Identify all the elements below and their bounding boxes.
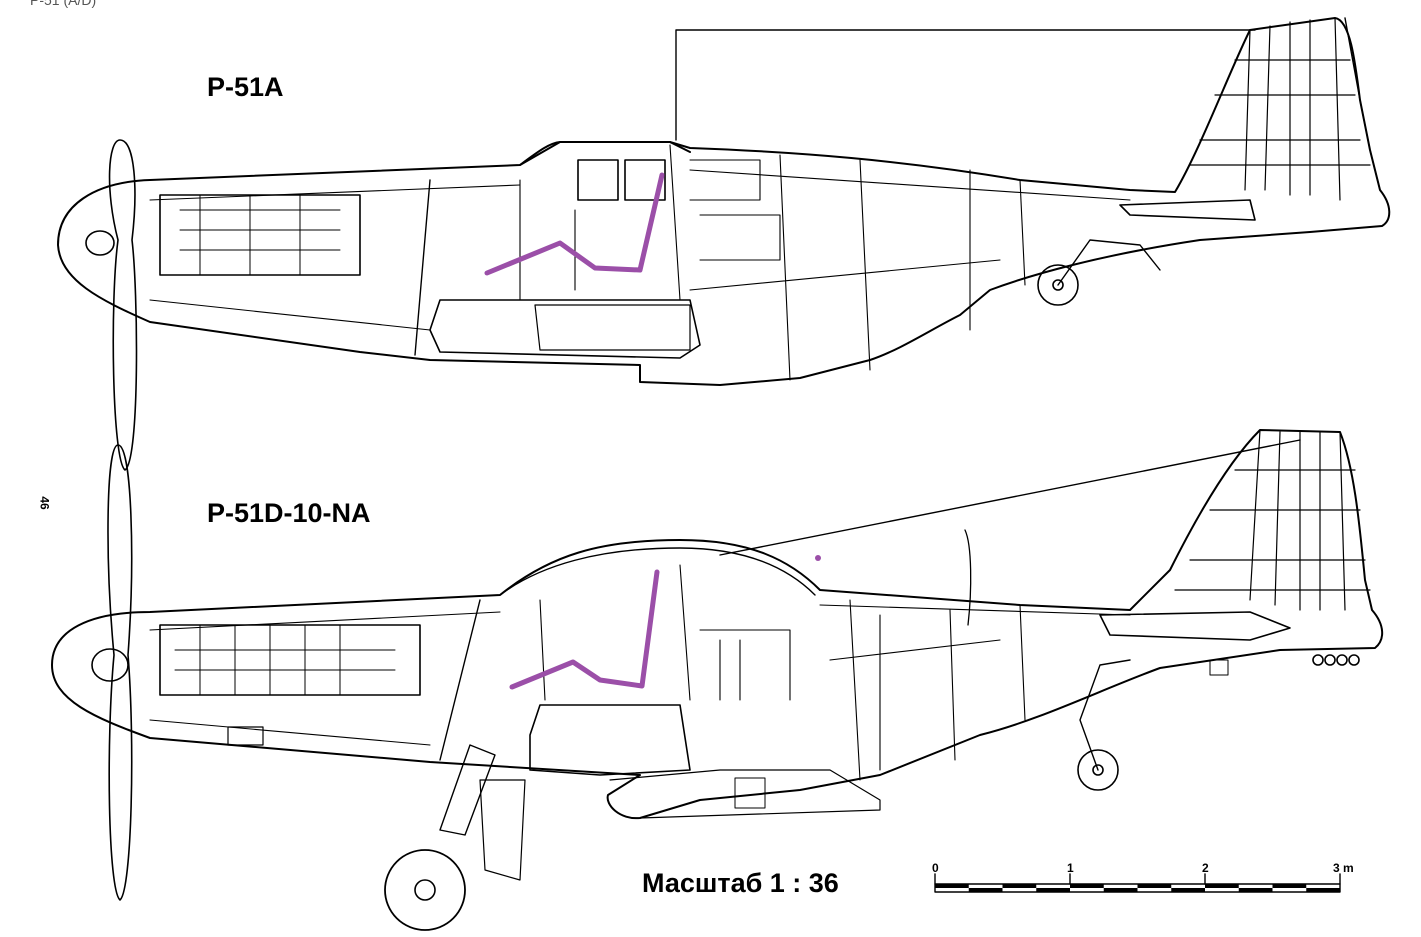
p51d-engine: [159, 624, 421, 696]
p51a-tailwheel-strut: [1057, 239, 1161, 286]
p51d-radiator: [609, 769, 881, 819]
p51a-engine: [159, 194, 361, 276]
annotation-seat-p51a: [484, 172, 665, 276]
p51d-access-panel: [1209, 659, 1229, 676]
scale-tick-label-2: 2: [1202, 861, 1209, 875]
p51d-cockpit-detail: [539, 564, 791, 701]
p51d-stabilizer: [1099, 611, 1291, 641]
scale-bar-segment: [1272, 884, 1307, 888]
p51a-spinner-hub: [85, 230, 115, 256]
scale-bar-segment: [1137, 884, 1172, 888]
scale-bar-segment: [968, 888, 1003, 892]
wheel-icon: [384, 849, 466, 931]
scale-bar-segment: [1171, 888, 1205, 892]
scale-bar-segment: [1205, 884, 1239, 888]
p51a-engine-detail: [179, 194, 341, 276]
p51d-lightening-hole: [1336, 654, 1348, 666]
scale-bar-segment: [1306, 888, 1340, 892]
wheel-hub: [414, 879, 436, 901]
p51d-spinner-hub: [91, 648, 129, 682]
scale-bar-segment: [1070, 884, 1104, 888]
scale-tick-label-0: 0: [932, 861, 939, 875]
aircraft-label-p51a: P-51A: [207, 72, 284, 102]
p51a-cockpit-detail: [519, 144, 781, 301]
propeller-icon: [107, 444, 133, 901]
p51a-canopy-window: [577, 159, 619, 201]
p51a-canopy: [519, 141, 691, 166]
propeller-icon: [108, 139, 138, 471]
p51d-air-intake: [227, 726, 264, 746]
p51a-canopy-window: [624, 159, 666, 201]
scale-caption: Масштаб 1 : 36: [642, 868, 839, 898]
scale-bar-segment: [935, 884, 969, 888]
wheel-hub: [1092, 764, 1104, 776]
p51a-stabilizer: [1119, 199, 1256, 221]
p51a-rudder: [1344, 17, 1381, 191]
p51a-fin-ribs: [1189, 17, 1371, 201]
p51d-fuselage-outline: [51, 429, 1384, 820]
p51a-antenna: [675, 29, 1256, 141]
p51d-belly-scoop: [529, 704, 691, 776]
p51d-main-gear-strut: [439, 744, 496, 836]
p51d-lightening-hole: [1348, 654, 1360, 666]
p51d-antenna: [719, 439, 1301, 556]
p51d-tailwheel-strut: [1079, 659, 1131, 771]
scale-bar-segments: [935, 884, 1340, 892]
p51d-lightening-hole: [1324, 654, 1336, 666]
scale-bar-segment: [1002, 884, 1037, 888]
annotation-dot: [815, 555, 821, 561]
p51d-engine-cylinders: [174, 624, 396, 696]
corner-caption: P-51 (A/D): [30, 0, 97, 8]
wheel-hub: [1052, 279, 1064, 291]
p51d-gear-door: [479, 779, 526, 881]
p51d-stringers: [149, 599, 1131, 781]
p51a-fuel-tank: [534, 304, 691, 351]
p51a-fuselage-outline: [57, 17, 1391, 386]
scale-bar-segment: [1103, 888, 1138, 892]
wheel-icon: [1077, 749, 1119, 791]
scale-bar-segment: [1036, 888, 1070, 892]
scale-bar: 0 1 2 3 m: [932, 861, 1354, 893]
seat-outline-annotation: [484, 172, 821, 690]
p51a-cutaway: [57, 17, 1391, 471]
p51d-fin-ribs: [1174, 429, 1371, 611]
p51d-rear-blade: [964, 529, 972, 626]
aircraft-label-p51d: P-51D-10-NA: [207, 498, 371, 528]
p51d-firewall: [439, 599, 481, 761]
p51a-stringers: [149, 154, 1131, 381]
wheel-icon: [1037, 264, 1079, 306]
p51d-cutaway: [51, 429, 1384, 931]
scale-tick-label-1: 1: [1067, 861, 1074, 875]
scale-bar-segment: [1238, 888, 1273, 892]
p51d-radiator-grille: [734, 777, 766, 809]
p51d-canopy-frame: [499, 547, 816, 596]
scale-tick-label-3: 3 m: [1333, 861, 1354, 875]
p51a-firewall: [414, 179, 431, 356]
p51a-belly-scoop: [429, 299, 701, 359]
p51d-lightening-hole: [1312, 654, 1324, 666]
annotation-seat-p51d: [509, 569, 660, 690]
